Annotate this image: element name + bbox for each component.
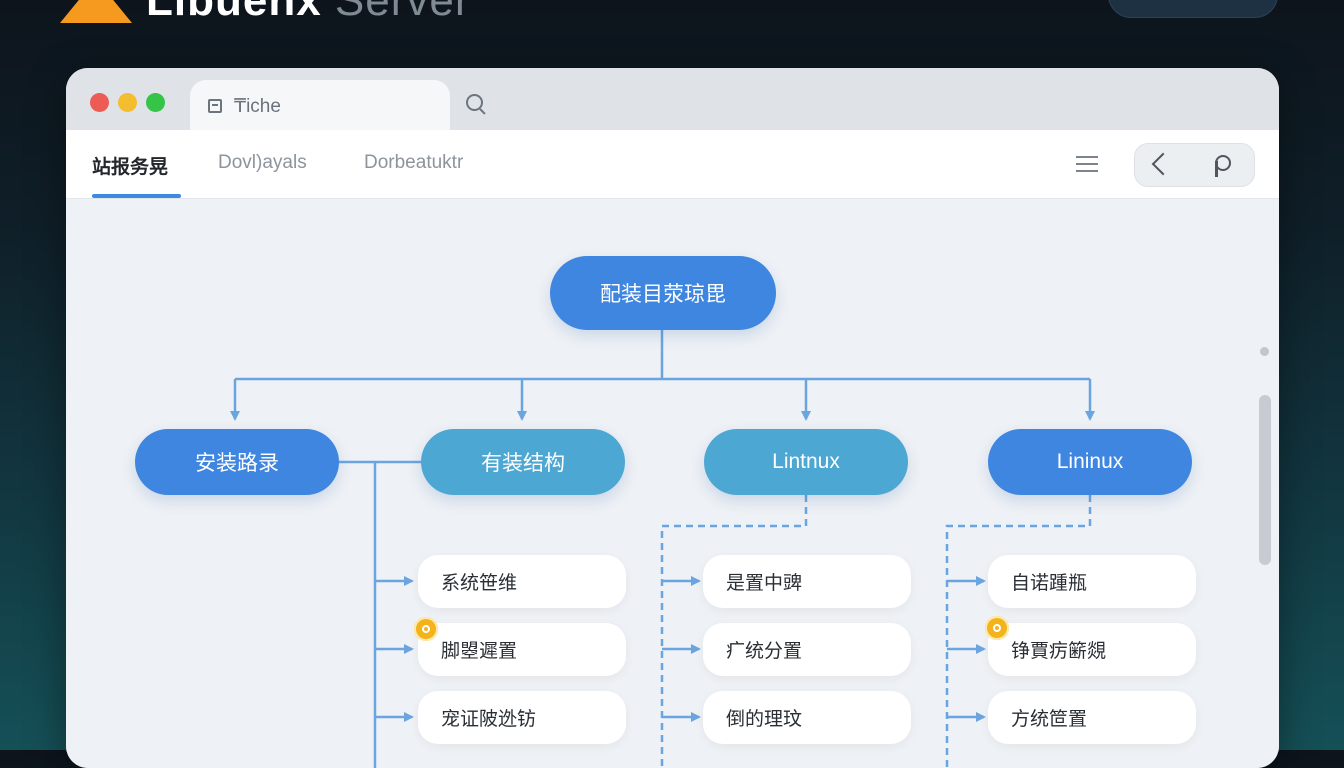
- branch-node-lintnux[interactable]: Lintnux: [704, 429, 908, 495]
- scrollbar-thumb[interactable]: [1259, 395, 1271, 565]
- gear-badge-icon: [414, 617, 438, 641]
- branch-node-lininux[interactable]: Lininux: [988, 429, 1192, 495]
- tab-dashboard[interactable]: Dorbeatuktr: [364, 152, 464, 173]
- brand-logo-icon: [60, 0, 132, 23]
- gear-badge-icon: [985, 616, 1009, 640]
- item-card[interactable]: 脚曌遲置: [418, 623, 626, 676]
- brand-name: Libuenx Server: [146, 0, 471, 26]
- item-card[interactable]: 宠证陂迯钫: [418, 691, 626, 744]
- trunk-line-3: [945, 495, 1092, 768]
- maximize-window-button[interactable]: [146, 93, 165, 112]
- item-card[interactable]: 疒统分置: [703, 623, 911, 676]
- brand-name-primary: Libuenx: [146, 0, 322, 25]
- back-arrow-icon[interactable]: [1151, 152, 1175, 176]
- browser-tab[interactable]: ₸iche: [190, 80, 450, 132]
- menu-icon[interactable]: [1076, 154, 1100, 174]
- item-card[interactable]: 系统笹维: [418, 555, 626, 608]
- scrollbar-top-dot: [1260, 347, 1269, 356]
- trunk-line-2: [660, 495, 808, 768]
- browser-window: ₸iche 站报务晃 Dovl)ayals Dorbeatuktr: [66, 68, 1279, 768]
- item-card[interactable]: 铮賈疠簖覢: [988, 623, 1196, 676]
- profile-icon[interactable]: [1215, 155, 1233, 177]
- item-card[interactable]: 自诺踵瓶: [988, 555, 1196, 608]
- item-card[interactable]: 方统笸置: [988, 691, 1196, 744]
- close-window-button[interactable]: [90, 93, 109, 112]
- item-card[interactable]: 倒的理玟: [703, 691, 911, 744]
- nav-bar: 站报务晃 Dovl)ayals Dorbeatuktr: [66, 130, 1279, 199]
- search-icon[interactable]: [466, 94, 486, 114]
- branch-node-structure[interactable]: 有装结构: [421, 429, 625, 495]
- minimize-window-button[interactable]: [118, 93, 137, 112]
- connector-lines: [230, 330, 1095, 768]
- tab-overview[interactable]: 站报务晃: [92, 157, 169, 178]
- root-node[interactable]: 配装目荥琼毘: [550, 256, 776, 330]
- page-icon: [208, 99, 222, 113]
- tab-title: ₸iche: [234, 95, 281, 117]
- app-brand: Libuenx Server: [60, 0, 471, 26]
- tab-dependencies[interactable]: Dovl)ayals: [218, 152, 307, 173]
- header-action-button[interactable]: [1108, 0, 1278, 18]
- nav-button-group: [1134, 143, 1255, 187]
- title-bar: ₸iche: [66, 68, 1279, 132]
- active-tab-indicator: [92, 194, 181, 198]
- diagram-canvas: 配装目荥琼毘 安装路录 有装结构 Lintnux Lininux 系统笹维 脚曌…: [66, 199, 1279, 768]
- item-card[interactable]: 是置中豍: [703, 555, 911, 608]
- brand-name-suffix: Server: [334, 0, 471, 25]
- branch-node-install-path[interactable]: 安装路录: [135, 429, 339, 495]
